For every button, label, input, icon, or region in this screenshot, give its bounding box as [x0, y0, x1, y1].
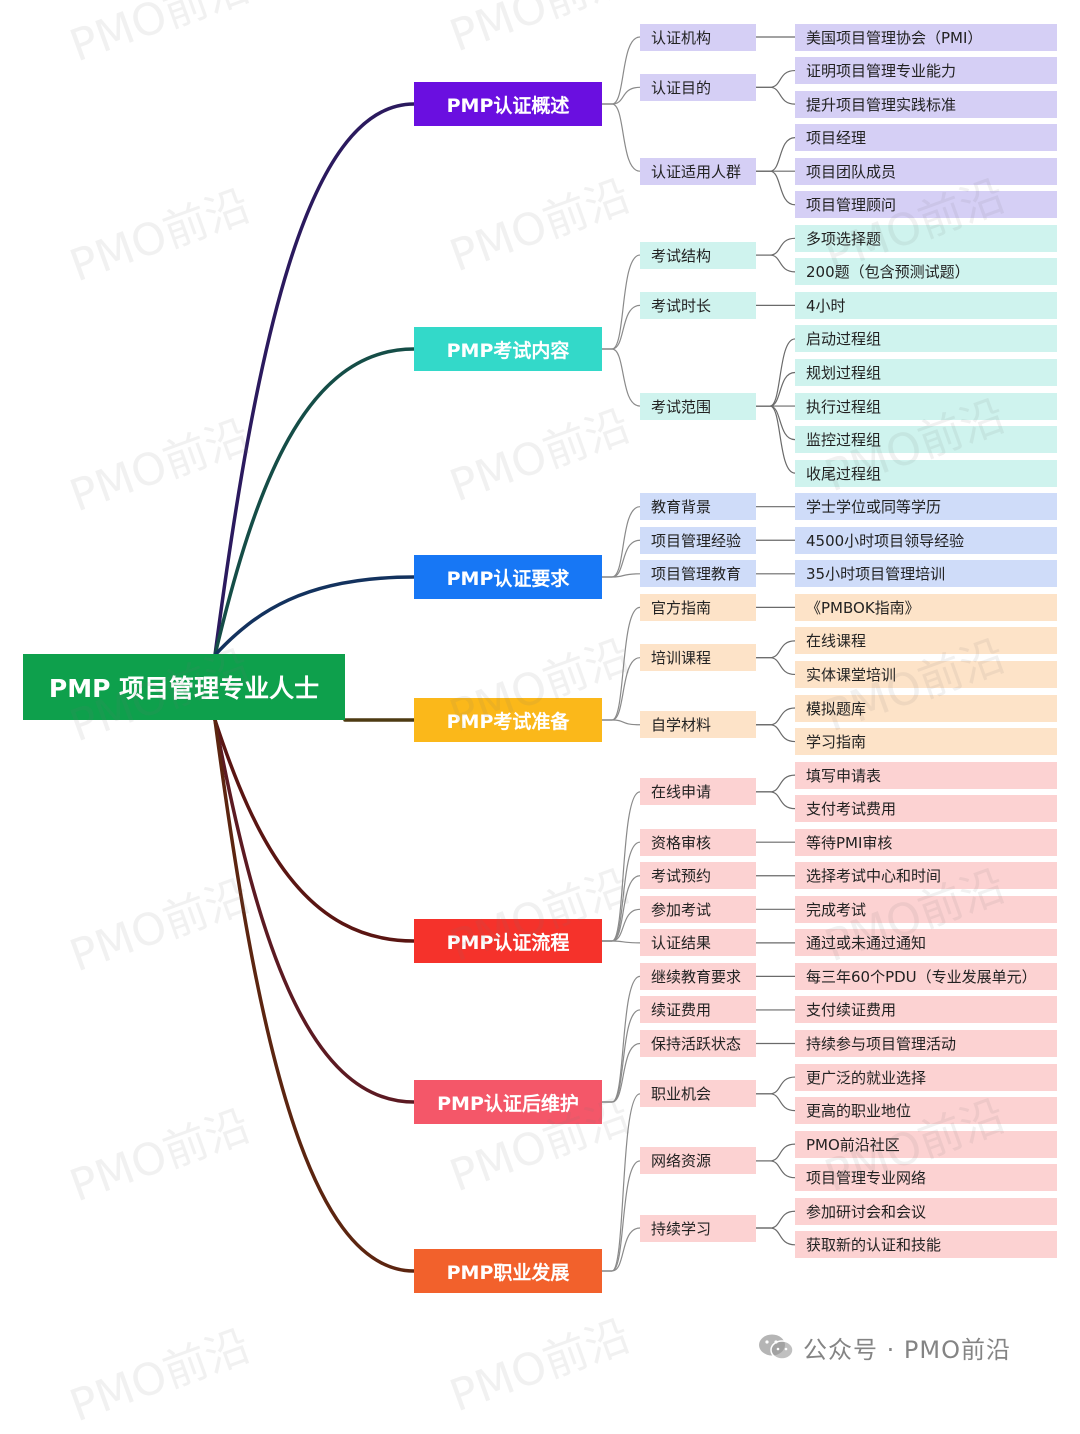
sub-node[interactable]: 网络资源	[640, 1147, 756, 1175]
leaf-node[interactable]: 学士学位或同等学历	[795, 493, 1057, 521]
mindmap-stage: PMP 项目管理专业人士 PMP认证概述 认证机构 美国项目管理协会（PMI） 认证目…	[23, 0, 1057, 1432]
branch-node[interactable]: PMP认证后维护	[414, 1080, 602, 1124]
leaf-node[interactable]: 获取新的认证和技能	[795, 1231, 1057, 1259]
sub-node[interactable]: 续证费用	[640, 996, 756, 1024]
leaf-node[interactable]: 4500小时项目领导经验	[795, 526, 1057, 554]
leaf-node[interactable]: 证明项目管理专业能力	[795, 57, 1057, 85]
branch-node[interactable]: PMP认证要求	[414, 555, 602, 599]
sub-node[interactable]: 参加考试	[640, 895, 756, 923]
branch-node[interactable]: PMP考试内容	[414, 327, 602, 371]
leaf-node[interactable]: 填写申请表	[795, 761, 1057, 789]
sub-node[interactable]: 在线申请	[640, 778, 756, 806]
sub-node[interactable]: 考试预约	[640, 862, 756, 890]
leaf-node[interactable]: 项目团队成员	[795, 157, 1057, 185]
leaf-node[interactable]: 选择考试中心和时间	[795, 862, 1057, 890]
leaf-node[interactable]: 4小时	[795, 291, 1057, 319]
sub-node[interactable]: 培训课程	[640, 644, 756, 672]
branch-node[interactable]: PMP认证流程	[414, 919, 602, 963]
sub-node[interactable]: 职业机会	[640, 1080, 756, 1108]
sub-node[interactable]: 考试结构	[640, 241, 756, 269]
footer-text: 公众号 · PMO前沿	[803, 1335, 1011, 1364]
leaf-node[interactable]: 收尾过程组	[795, 459, 1057, 487]
leaf-node[interactable]: 执行过程组	[795, 392, 1057, 420]
leaf-node[interactable]: 在线课程	[795, 627, 1057, 655]
sub-node[interactable]: 持续学习	[640, 1214, 756, 1242]
leaf-node[interactable]: 学习指南	[795, 728, 1057, 756]
leaf-node[interactable]: 模拟题库	[795, 694, 1057, 722]
sub-node[interactable]: 项目管理教育	[640, 560, 756, 588]
branch-node[interactable]: PMP职业发展	[414, 1249, 602, 1293]
leaf-node[interactable]: 持续参与项目管理活动	[795, 1030, 1057, 1057]
leaf-node[interactable]: 多项选择题	[795, 224, 1057, 252]
wechat-icon	[757, 1332, 795, 1362]
root-node[interactable]: PMP 项目管理专业人士	[23, 654, 345, 720]
sub-node[interactable]: 教育背景	[640, 493, 756, 521]
leaf-node[interactable]: 更广泛的就业选择	[795, 1063, 1057, 1091]
leaf-node[interactable]: 支付续证费用	[795, 996, 1057, 1024]
leaf-node[interactable]: 项目管理专业网络	[795, 1164, 1057, 1192]
sub-node[interactable]: 自学材料	[640, 711, 756, 739]
leaf-node[interactable]: 项目管理顾问	[795, 191, 1057, 219]
leaf-node[interactable]: 监控过程组	[795, 426, 1057, 454]
sub-node[interactable]: 认证适用人群	[640, 157, 756, 185]
leaf-node[interactable]: 支付考试费用	[795, 795, 1057, 823]
leaf-node[interactable]: 更高的职业地位	[795, 1097, 1057, 1125]
leaf-node[interactable]: 提升项目管理实践标准	[795, 90, 1057, 118]
sub-node[interactable]: 认证结果	[640, 929, 756, 957]
connector-lines	[213, 36, 796, 1273]
leaf-node[interactable]: 等待PMI审核	[795, 828, 1057, 856]
leaf-node[interactable]: 《PMBOK指南》	[795, 593, 1057, 621]
branch-node[interactable]: PMP考试准备	[414, 698, 602, 742]
leaf-node[interactable]: 项目经理	[795, 124, 1057, 152]
branch-node[interactable]: PMP认证概述	[414, 82, 602, 126]
leaf-node[interactable]: 每三年60个PDU（专业发展单元）	[795, 962, 1057, 990]
sub-node[interactable]: 保持活跃状态	[640, 1030, 756, 1057]
leaf-node[interactable]: 完成考试	[795, 895, 1057, 923]
leaf-node[interactable]: 启动过程组	[795, 325, 1057, 353]
leaf-node[interactable]: 实体课堂培训	[795, 660, 1057, 688]
leaf-node[interactable]: 35小时项目管理培训	[795, 560, 1057, 588]
leaf-node[interactable]: PMO前沿社区	[795, 1130, 1057, 1158]
footer-caption: 公众号 · PMO前沿	[757, 1327, 1011, 1367]
leaf-node[interactable]: 参加研讨会和会议	[795, 1197, 1057, 1225]
sub-node[interactable]: 官方指南	[640, 593, 756, 621]
sub-node[interactable]: 资格审核	[640, 828, 756, 856]
sub-node[interactable]: 继续教育要求	[640, 962, 756, 990]
sub-node[interactable]: 考试时长	[640, 291, 756, 319]
sub-node[interactable]: 认证机构	[640, 23, 756, 51]
leaf-node[interactable]: 通过或未通过通知	[795, 929, 1057, 957]
sub-node[interactable]: 项目管理经验	[640, 526, 756, 554]
sub-node[interactable]: 认证目的	[640, 73, 756, 101]
sub-node[interactable]: 考试范围	[640, 392, 756, 420]
leaf-node[interactable]: 美国项目管理协会（PMI）	[795, 23, 1057, 51]
leaf-node[interactable]: 规划过程组	[795, 359, 1057, 386]
leaf-node[interactable]: 200题（包含预测试题）	[795, 258, 1057, 286]
